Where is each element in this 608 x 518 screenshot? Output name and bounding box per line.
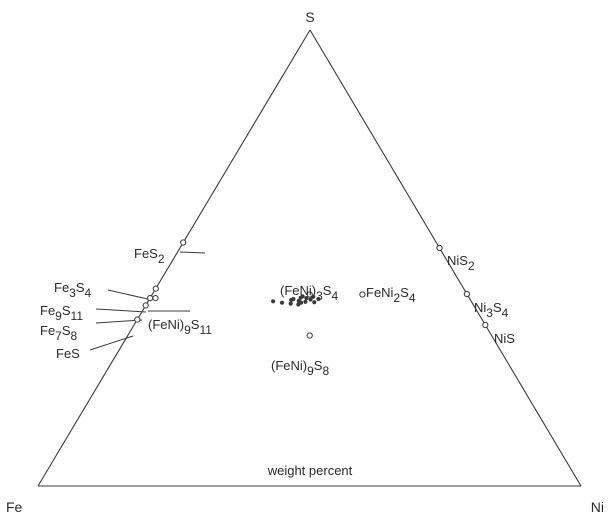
compound-marker-fe3s4 <box>152 285 159 292</box>
measurement-point <box>303 299 308 304</box>
compound-label-feni3s4: (FeNi)3S4 <box>280 283 338 303</box>
compound-label-fes: FeS <box>56 346 80 361</box>
compound-marker-ni3s4 <box>463 290 470 298</box>
measurement-point <box>279 300 285 305</box>
compound-label-fe7s8: Fe7S8 <box>40 323 78 343</box>
apex-label-fe: Fe <box>6 499 23 515</box>
weight-percent-annotation: weight percent <box>267 463 353 478</box>
leader-lines <box>89 251 206 351</box>
compound-label-fe9s11: Fe9S11 <box>40 303 83 323</box>
measurement-point <box>312 300 317 305</box>
compound-marker-fe9s11 <box>147 295 154 302</box>
compound-label-fes2: FeS2 <box>134 246 165 266</box>
leader-line-fe9s11 <box>95 308 147 313</box>
compound-marker-feni9s8 <box>306 332 313 339</box>
compound-marker-feni9s11 <box>152 295 159 302</box>
apex-label-ni: Ni <box>591 499 604 515</box>
compound-marker-nis <box>482 321 489 329</box>
measurement-points <box>271 294 321 307</box>
triangle-edge-s-ni <box>309 29 582 487</box>
compound-marker-fes <box>134 316 141 323</box>
measurement-point <box>288 301 293 306</box>
compound-marker-fe7s8 <box>142 302 149 309</box>
compound-marker-feni2s4 <box>359 291 366 298</box>
compound-label-feni9s11: (FeNi)9S11 <box>148 317 212 337</box>
compound-marker-nis2 <box>436 244 443 252</box>
measurement-point <box>304 296 309 301</box>
triangle-edge-fe-s <box>37 29 311 487</box>
compound-label-nis2: NiS2 <box>447 253 475 273</box>
compound-label-nis: NiS <box>494 331 515 346</box>
leader-line-fes2 <box>179 251 206 254</box>
compound-label-ni3s4: Ni3S4 <box>474 300 509 320</box>
compound-label-fe3s4: Fe3S4 <box>54 280 92 300</box>
measurement-point <box>271 299 276 304</box>
compound-label-feni9s8: (FeNi)9S8 <box>271 358 329 378</box>
triangle-frame <box>37 29 582 487</box>
leader-line-fes <box>89 335 134 351</box>
compound-label-feni2s4: FeNi2S4 <box>366 285 416 305</box>
measurement-point <box>316 296 321 302</box>
measurement-point <box>291 296 296 302</box>
compound-marker-fes2 <box>180 239 187 246</box>
measurement-point <box>300 294 305 299</box>
measurement-point <box>308 297 313 302</box>
leader-line-fe3s4 <box>107 289 153 301</box>
apex-label-s: S <box>305 9 314 25</box>
measurement-point <box>298 300 304 305</box>
compound-markers <box>134 239 489 339</box>
compound-marker-feni3s4 <box>306 291 313 298</box>
leader-line-fe7s8 <box>95 319 143 324</box>
